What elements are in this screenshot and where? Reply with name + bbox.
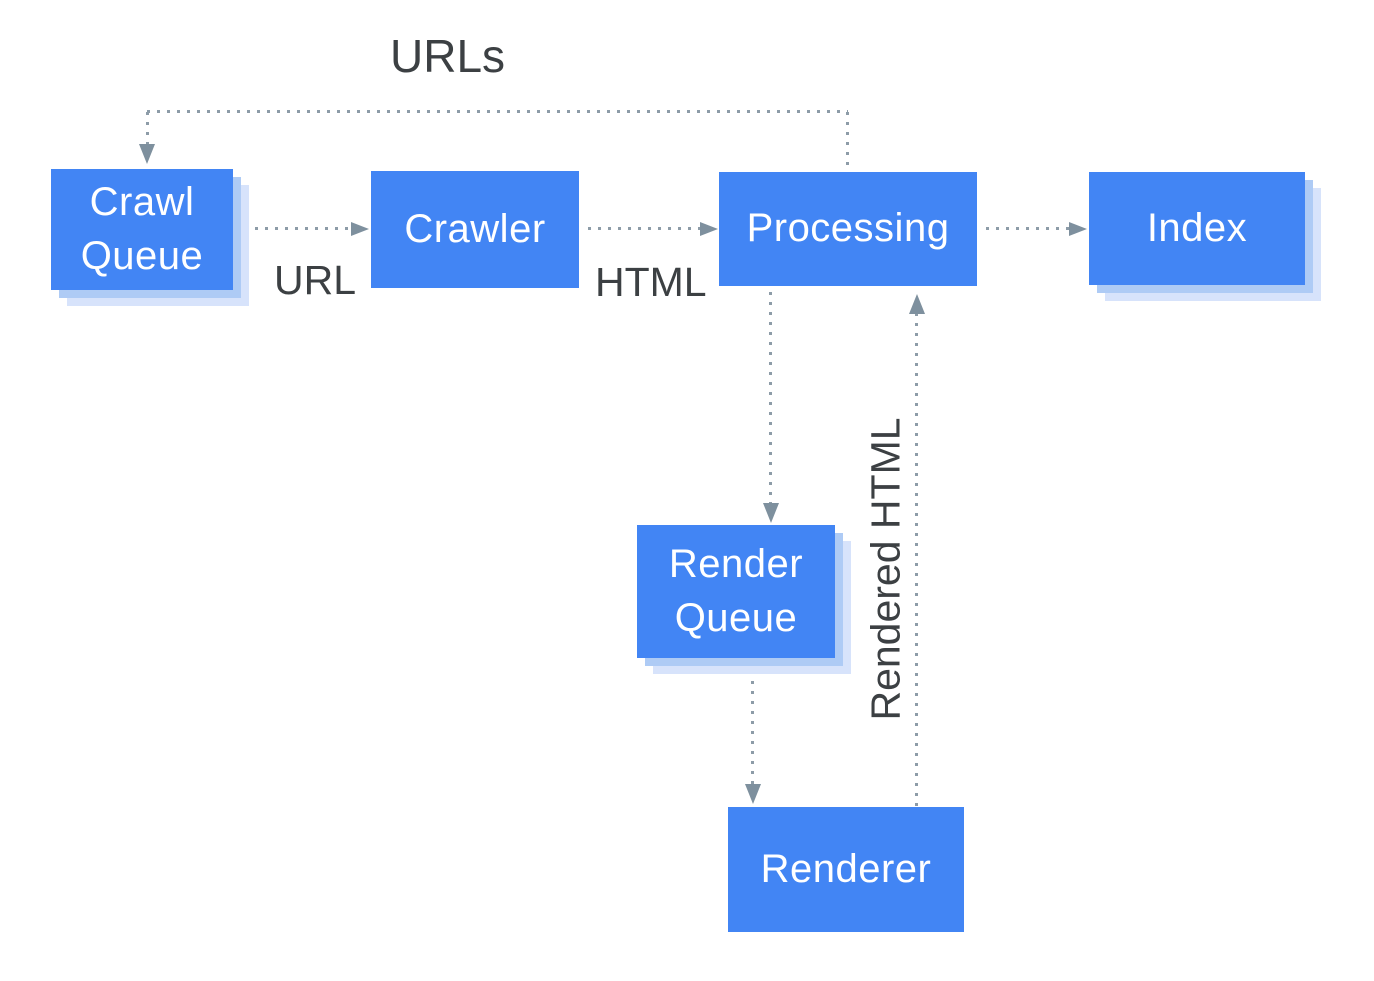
node-crawler-label: Crawler <box>404 206 546 251</box>
node-crawler: Crawler <box>371 171 579 288</box>
edge-urls-vertical-left-line <box>146 112 149 144</box>
node-processing-label: Processing <box>746 206 950 251</box>
edge-label-rendered-html: Rendered HTML <box>862 417 909 721</box>
arrowhead-into-index <box>1069 222 1087 236</box>
edge-processing-to-renderqueue-line <box>769 292 772 503</box>
node-render-queue: Render Queue <box>637 525 835 658</box>
arrowhead-into-crawler <box>351 222 369 236</box>
node-render-queue-label: Render Queue <box>668 542 804 640</box>
edge-urls-horizontal-line <box>147 110 848 113</box>
arrowhead-into-renderer <box>745 784 761 804</box>
edge-label-url: URL <box>274 257 357 303</box>
node-crawl-queue-label: Crawl Queue <box>80 180 204 278</box>
edge-crawlqueue-to-crawler-line <box>255 227 351 230</box>
node-renderer: Renderer <box>728 807 964 932</box>
node-crawl-queue: Crawl Queue <box>51 169 233 290</box>
node-index: Index <box>1089 172 1305 285</box>
arrowhead-into-render-queue <box>763 503 779 523</box>
arrowhead-into-crawl-queue <box>139 144 155 164</box>
edge-renderer-to-processing-line <box>915 313 918 807</box>
edge-processing-to-index-line <box>986 227 1069 230</box>
edge-crawler-to-processing-line <box>588 227 700 230</box>
node-processing: Processing <box>719 172 977 286</box>
edge-label-urls: URLs <box>390 30 506 82</box>
node-renderer-label: Renderer <box>760 846 932 891</box>
arrowhead-into-processing <box>700 222 718 236</box>
edge-urls-vertical-right-line <box>846 112 849 170</box>
arrowhead-into-processing-from-renderer <box>909 294 925 314</box>
edge-renderqueue-to-renderer-line <box>751 681 754 784</box>
node-index-label: Index <box>1146 205 1248 250</box>
edge-label-html: HTML <box>595 259 707 305</box>
